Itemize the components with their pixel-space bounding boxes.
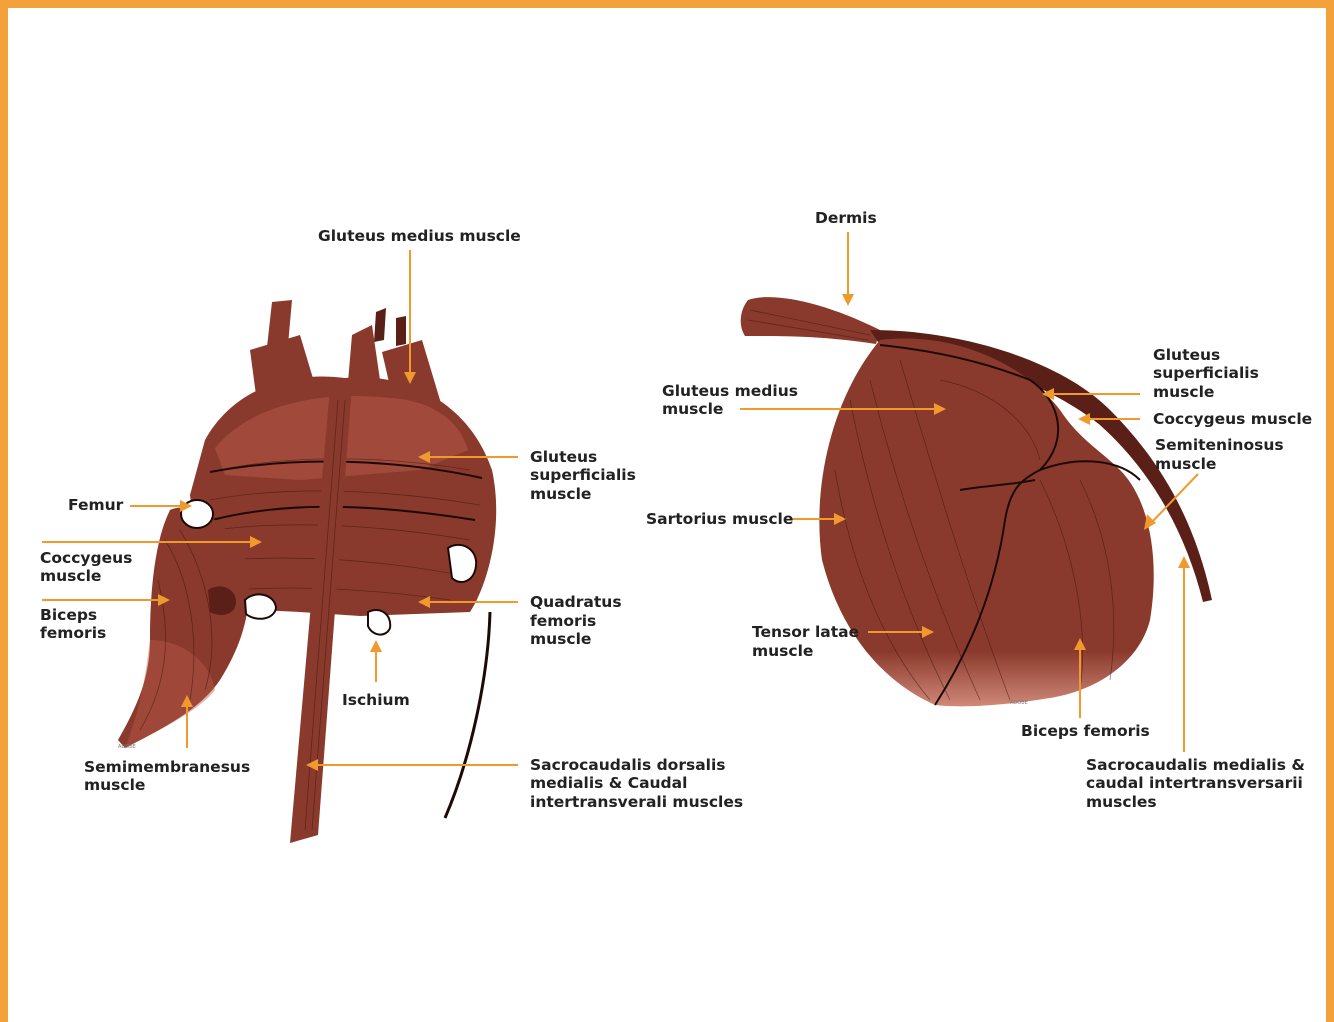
label-coccygeus-right: Coccygeus muscle [1153,410,1312,428]
label-semiteninosus-1: Semiteninosus [1155,436,1284,454]
label-quadratus-2: femoris [530,612,596,630]
svg-text:ADOBE: ADOBE [1010,700,1028,706]
label-sacrocaudalis-left-1: Sacrocaudalis dorsalis [530,756,726,774]
label-gluteus-medius-left: Gluteus medius muscle [318,227,521,245]
label-sartorius: Sartorius muscle [646,510,793,528]
label-quadratus-3: muscle [530,630,591,648]
label-biceps-left-2: femoris [40,624,106,642]
svg-text:ADOBE: ADOBE [118,744,136,750]
anatomy-diagram: ADOBE ADOBE [8,8,1326,1022]
label-tensor-latae-2: muscle [752,642,813,660]
label-sacrocaudalis-right-3: muscles [1086,793,1157,811]
figure-frame: ADOBE ADOBE [8,8,1326,1022]
label-biceps-right: Biceps femoris [1021,722,1150,740]
label-semiteninosus-2: muscle [1155,455,1216,473]
label-gluteus-medius-right-2: muscle [662,400,723,418]
label-sacrocaudalis-left-2: medialis & Caudal [530,774,687,792]
label-dermis: Dermis [815,209,877,227]
label-biceps-left-1: Biceps [40,606,97,624]
label-gluteus-medius-right-1: Gluteus medius [662,382,798,400]
label-semimembranesus-2: muscle [84,776,145,794]
label-gluteus-superficialis-right-3: muscle [1153,383,1214,401]
label-ischium: Ischium [342,691,410,709]
label-sacrocaudalis-right-1: Sacrocaudalis medialis & [1086,756,1305,774]
label-gluteus-superficialis-right-1: Gluteus [1153,346,1220,364]
label-sacrocaudalis-right-2: caudal intertransversarii [1086,774,1303,792]
label-coccygeus-left-1: Coccygeus [40,549,132,567]
label-gluteus-superficialis-left-3: muscle [530,485,591,503]
label-gluteus-superficialis-left-2: superficialis [530,466,636,484]
label-tensor-latae-1: Tensor latae [752,623,859,641]
label-gluteus-superficialis-right-2: superficialis [1153,364,1259,382]
label-sacrocaudalis-left-3: intertransverali muscles [530,793,743,811]
label-gluteus-superficialis-left-1: Gluteus [530,448,597,466]
label-femur: Femur [68,496,124,514]
label-quadratus-1: Quadratus [530,593,622,611]
label-semimembranesus-1: Semimembranesus [84,758,250,776]
label-coccygeus-left-2: muscle [40,567,101,585]
